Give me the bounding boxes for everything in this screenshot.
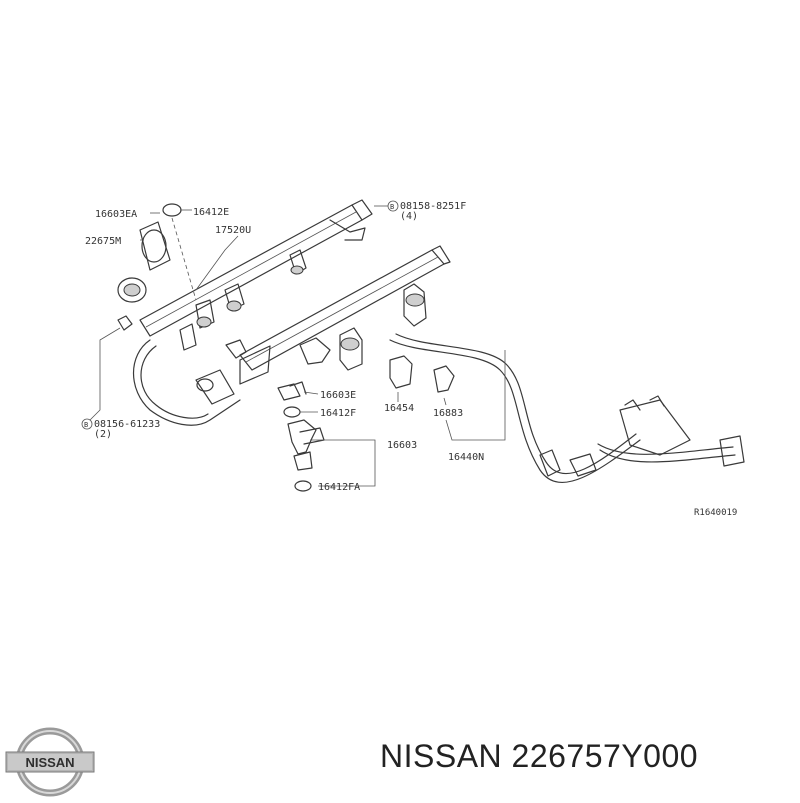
label-22675m: 22675M bbox=[85, 236, 121, 247]
label-16454: 16454 bbox=[384, 403, 414, 414]
left-fuel-pipe bbox=[132, 339, 241, 426]
upper-injectors bbox=[179, 249, 307, 351]
label-16603e: 16603E bbox=[320, 390, 356, 401]
label-16603ea: 16603EA bbox=[95, 209, 137, 220]
label-08156: 08156-61233 bbox=[94, 419, 160, 430]
label-17520u: 17520U bbox=[215, 225, 251, 236]
label-16440n: 16440N bbox=[448, 452, 484, 463]
upper-fuel-rail bbox=[139, 199, 373, 351]
label-08158-qty: (4) bbox=[400, 211, 418, 222]
logo-wordmark: NISSAN bbox=[25, 755, 74, 770]
svg-text:B: B bbox=[390, 203, 394, 211]
label-16883: 16883 bbox=[433, 408, 463, 419]
clip-16454 bbox=[389, 355, 413, 389]
part-labels: 16603EA 16412E 22675M 17520U 08158-8251F… bbox=[85, 201, 737, 518]
label-16412fa: 16412FA bbox=[318, 482, 360, 493]
bolt-marker-08158: B bbox=[387, 200, 399, 212]
label-08158: 08158-8251F bbox=[400, 201, 466, 212]
part-caption: NISSAN 226757Y000 bbox=[380, 738, 699, 774]
nissan-logo: NISSAN bbox=[4, 726, 96, 798]
fuel-hose bbox=[389, 333, 745, 483]
label-16603: 16603 bbox=[387, 440, 417, 451]
label-08156-qty: (2) bbox=[94, 429, 112, 440]
label-16412f: 16412F bbox=[320, 408, 356, 419]
label-16412e: 16412E bbox=[193, 207, 229, 218]
pressure-damper-assembly bbox=[117, 203, 197, 331]
clip-16883 bbox=[433, 365, 455, 393]
injector-exploded bbox=[277, 381, 325, 492]
diagram-code: R1640019 bbox=[694, 508, 737, 518]
leader-lines bbox=[89, 205, 506, 487]
svg-text:B: B bbox=[84, 421, 88, 429]
lower-fuel-rail bbox=[225, 245, 451, 385]
bolt-marker-08156: B bbox=[81, 418, 93, 430]
